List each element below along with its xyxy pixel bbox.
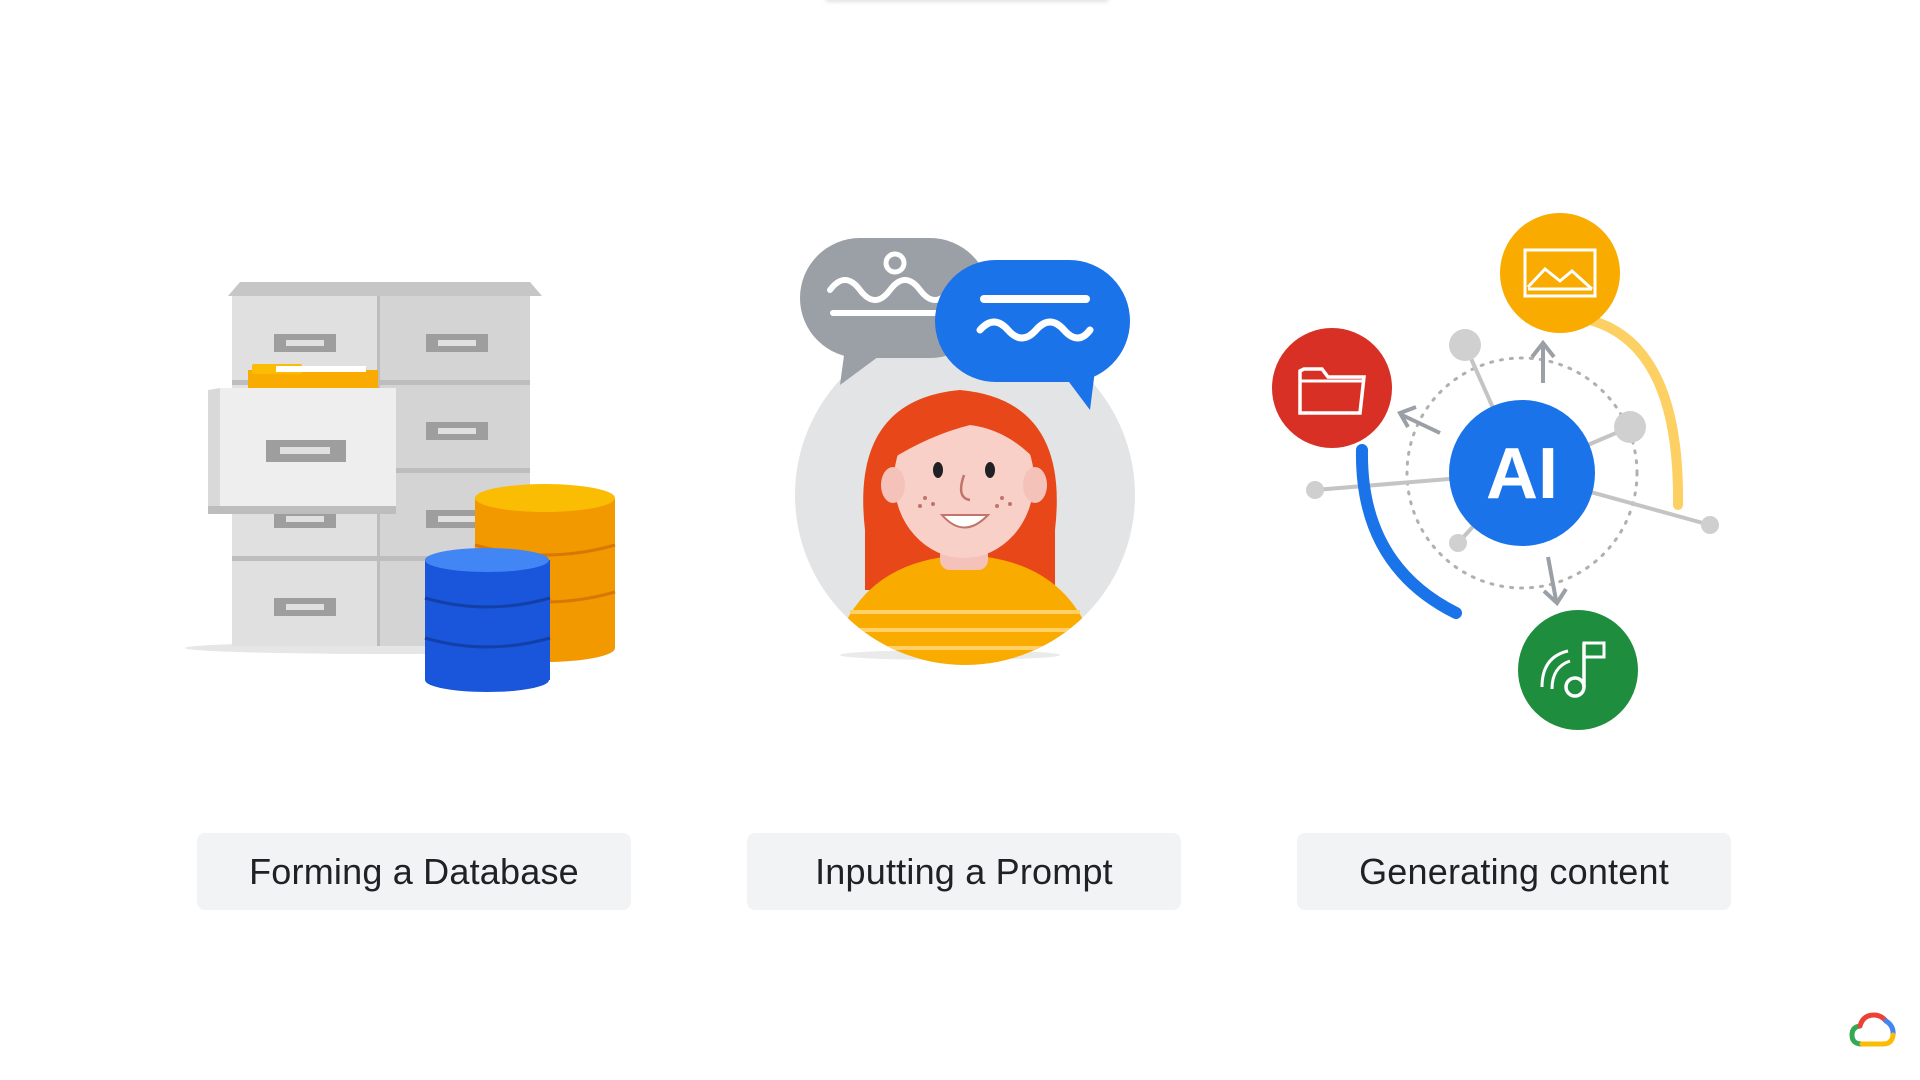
step-label-forming-database: Forming a Database bbox=[197, 833, 631, 910]
ai-badge-text: AI bbox=[1486, 434, 1558, 514]
ai-generation-illustration: AI bbox=[1272, 213, 1719, 730]
person-prompt-illustration bbox=[795, 238, 1135, 665]
file-cabinet-database-illustration bbox=[185, 282, 616, 692]
step-label-inputting-prompt: Inputting a Prompt bbox=[747, 833, 1181, 910]
step-label-generating-content: Generating content bbox=[1297, 833, 1731, 910]
google-cloud-logo bbox=[1849, 1012, 1896, 1047]
